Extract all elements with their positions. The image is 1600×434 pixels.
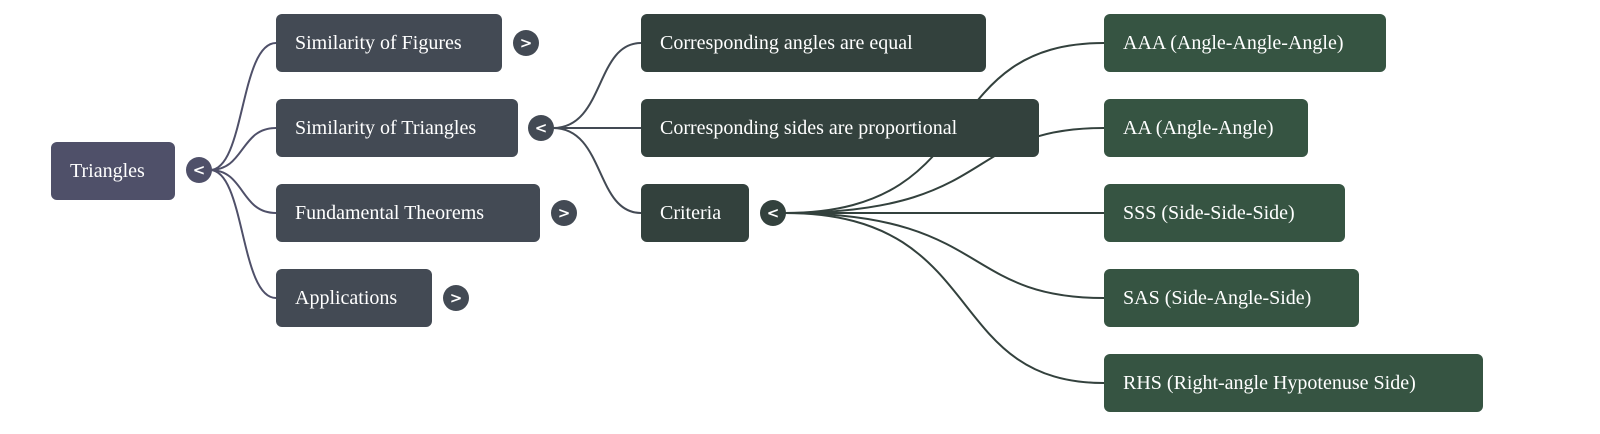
node-label: Triangles bbox=[70, 159, 145, 182]
edge-sot-criteria bbox=[552, 127, 642, 214]
chevron-right-icon: > bbox=[519, 33, 533, 52]
edge-root-applications bbox=[209, 169, 277, 299]
node-label: Corresponding sides are proportional bbox=[660, 116, 958, 139]
chevron-left-icon: < bbox=[766, 203, 780, 222]
node-sss[interactable]: SSS (Side-Side-Side) bbox=[1104, 184, 1345, 242]
node-label: Similarity of Figures bbox=[295, 31, 462, 54]
chevron-left-icon: < bbox=[192, 160, 206, 179]
edge-criteria-sas bbox=[784, 212, 1105, 299]
edge-root-similarity-of-figures bbox=[209, 42, 277, 171]
node-triangles[interactable]: Triangles bbox=[51, 142, 175, 200]
node-label: RHS (Right-angle Hypotenuse Side) bbox=[1123, 371, 1416, 394]
node-corresponding-angles-equal[interactable]: Corresponding angles are equal bbox=[641, 14, 986, 72]
edge-criteria-aa bbox=[784, 127, 1105, 214]
node-corresponding-sides-proportional[interactable]: Corresponding sides are proportional bbox=[641, 99, 1039, 157]
node-label: AAA (Angle-Angle-Angle) bbox=[1123, 31, 1344, 54]
node-label: Similarity of Triangles bbox=[295, 116, 477, 139]
node-fundamental-theorems[interactable]: Fundamental Theorems bbox=[276, 184, 540, 242]
node-applications[interactable]: Applications bbox=[276, 269, 432, 327]
node-label: Applications bbox=[295, 286, 398, 309]
edge-root-fundamental-theorems bbox=[209, 169, 277, 214]
expand-toggle-fundamental-theorems[interactable]: > bbox=[551, 200, 577, 226]
node-label: Fundamental Theorems bbox=[295, 201, 485, 224]
collapse-toggle-triangles[interactable]: < bbox=[186, 157, 212, 183]
node-similarity-of-triangles[interactable]: Similarity of Triangles bbox=[276, 99, 518, 157]
expand-toggle-similarity-of-figures[interactable]: > bbox=[513, 30, 539, 56]
chevron-right-icon: > bbox=[557, 203, 571, 222]
node-aa[interactable]: AA (Angle-Angle) bbox=[1104, 99, 1308, 157]
edge-sot-corresponding-angles bbox=[552, 42, 642, 129]
edge-root-similarity-of-triangles bbox=[209, 127, 277, 171]
node-label: Criteria bbox=[660, 201, 722, 224]
node-similarity-of-figures[interactable]: Similarity of Figures bbox=[276, 14, 502, 72]
node-criteria[interactable]: Criteria bbox=[641, 184, 749, 242]
node-label: Corresponding angles are equal bbox=[660, 31, 913, 54]
node-label: AA (Angle-Angle) bbox=[1123, 116, 1274, 139]
node-label: SAS (Side-Angle-Side) bbox=[1123, 286, 1312, 309]
node-rhs[interactable]: RHS (Right-angle Hypotenuse Side) bbox=[1104, 354, 1483, 412]
node-sas[interactable]: SAS (Side-Angle-Side) bbox=[1104, 269, 1359, 327]
chevron-right-icon: > bbox=[449, 288, 463, 307]
collapse-toggle-criteria[interactable]: < bbox=[760, 200, 786, 226]
edge-criteria-rhs bbox=[784, 212, 1105, 384]
chevron-left-icon: < bbox=[534, 118, 548, 137]
node-aaa[interactable]: AAA (Angle-Angle-Angle) bbox=[1104, 14, 1386, 72]
collapse-toggle-similarity-of-triangles[interactable]: < bbox=[528, 115, 554, 141]
expand-toggle-applications[interactable]: > bbox=[443, 285, 469, 311]
node-label: SSS (Side-Side-Side) bbox=[1123, 201, 1295, 224]
